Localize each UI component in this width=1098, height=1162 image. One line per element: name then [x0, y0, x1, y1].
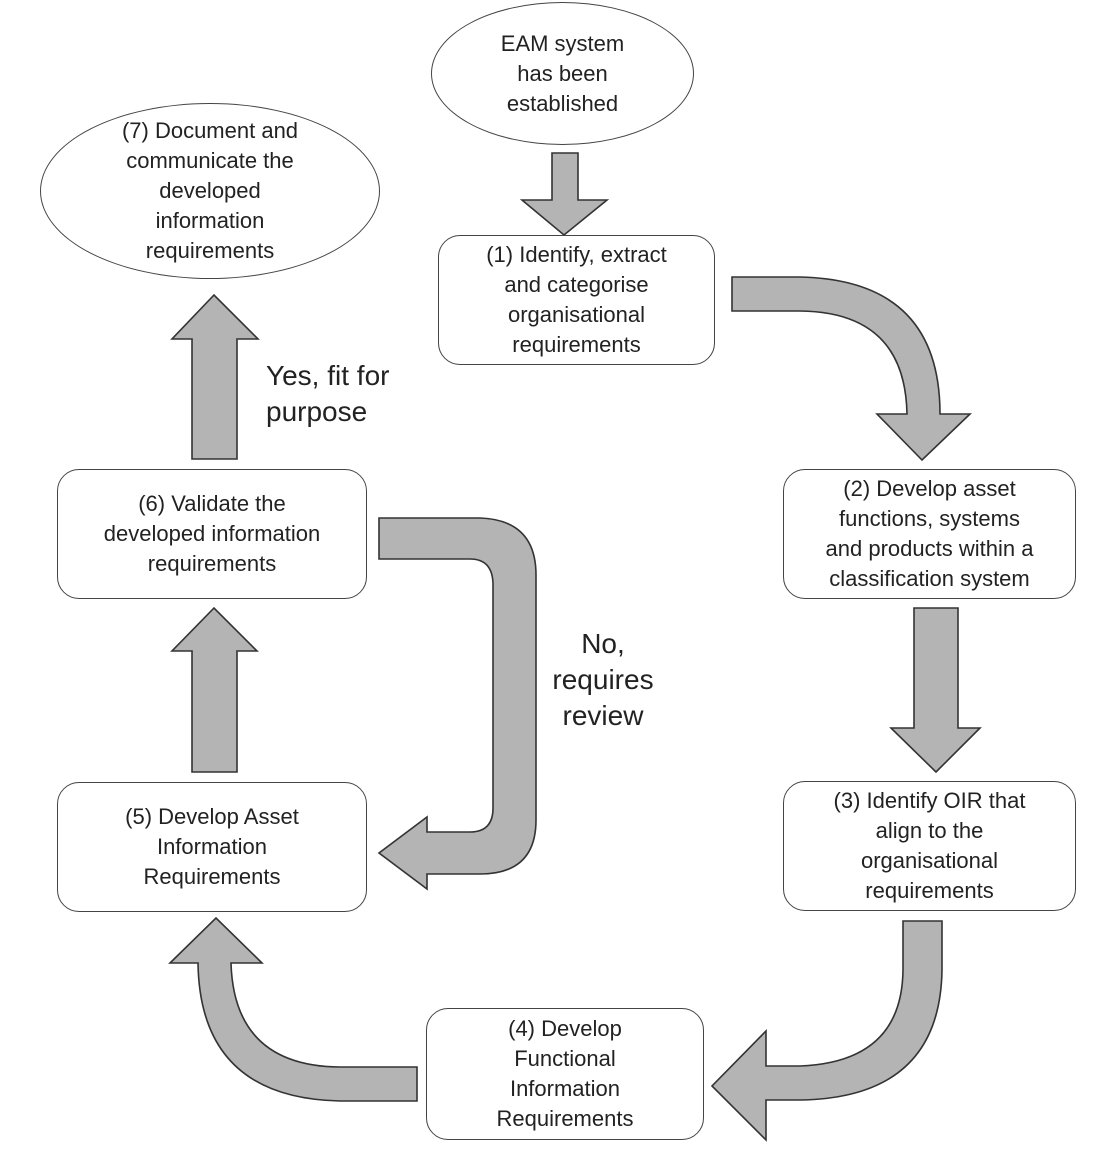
- edge-label-no: No, requires review: [548, 626, 658, 734]
- node-text-line: developed: [159, 178, 261, 203]
- node-text-line: Functional: [514, 1046, 616, 1071]
- node-text-line: classification system: [829, 566, 1030, 591]
- node-text-line: developed information: [103, 521, 321, 546]
- node-text-line: requirements: [865, 878, 994, 903]
- node-text-line: (7) Document and: [121, 118, 299, 143]
- node-text-line: (3) Identify OIR that: [833, 788, 1026, 813]
- edge-label-line: requires: [552, 664, 654, 695]
- node-text-line: communicate the: [126, 148, 294, 173]
- node-text-line: functions, systems: [839, 506, 1020, 531]
- node-text-line: information: [155, 208, 265, 233]
- arrow-step6-to-step5-review: [377, 517, 537, 891]
- node-text-line: Information: [156, 834, 268, 859]
- arrow-step1-to-step2: [731, 276, 972, 462]
- node-step7: (7) Document and communicate the develop…: [40, 103, 380, 279]
- node-text-line: (1) Identify, extract: [486, 242, 667, 267]
- arrow-step6-to-step7: [170, 293, 260, 460]
- node-text-line: (6) Validate the: [138, 491, 286, 516]
- node-text-line: (5) Develop Asset: [125, 804, 299, 829]
- node-text-line: (2) Develop asset: [843, 476, 1016, 501]
- node-start: EAM system has been established: [431, 2, 694, 145]
- node-text-line: requirements: [145, 238, 275, 263]
- edge-label-yes: Yes, fit for purpose: [266, 358, 389, 430]
- node-text-line: (4) Develop: [508, 1016, 622, 1041]
- node-step4: (4) Develop Functional Information Requi…: [426, 1008, 704, 1140]
- node-text-line: Requirements: [143, 864, 281, 889]
- node-text-line: EAM system: [500, 30, 625, 56]
- node-text-line: requirements: [512, 332, 641, 357]
- arrow-step2-to-step3: [889, 607, 982, 774]
- edge-label-line: Yes, fit for: [266, 360, 390, 391]
- node-text-line: requirements: [147, 551, 277, 576]
- node-text-line: and products within a: [825, 536, 1034, 561]
- arrow-start-to-step1: [519, 152, 610, 237]
- edge-label-line: purpose: [266, 396, 368, 427]
- node-step3: (3) Identify OIR that align to the organ…: [783, 781, 1076, 911]
- node-text-line: has been: [517, 60, 608, 86]
- node-step5: (5) Develop Asset Information Requiremen…: [57, 782, 367, 912]
- edge-label-line: review: [562, 700, 644, 731]
- node-text-line: align to the: [875, 818, 984, 843]
- node-step2: (2) Develop asset functions, systems and…: [783, 469, 1076, 599]
- node-text-line: Information: [509, 1076, 621, 1101]
- arrow-step4-to-step5: [168, 916, 418, 1102]
- arrow-step5-to-step6: [170, 606, 259, 773]
- node-step1: (1) Identify, extract and categorise org…: [438, 235, 715, 365]
- node-text-line: organisational: [861, 848, 998, 873]
- node-text-line: and categorise: [504, 272, 649, 297]
- node-text-line: organisational: [508, 302, 645, 327]
- edge-label-line: No,: [581, 628, 625, 659]
- node-text-line: established: [506, 90, 619, 116]
- node-step6: (6) Validate the developed information r…: [57, 469, 367, 599]
- node-text-line: Requirements: [496, 1106, 634, 1131]
- arrow-step3-to-step4: [710, 920, 943, 1142]
